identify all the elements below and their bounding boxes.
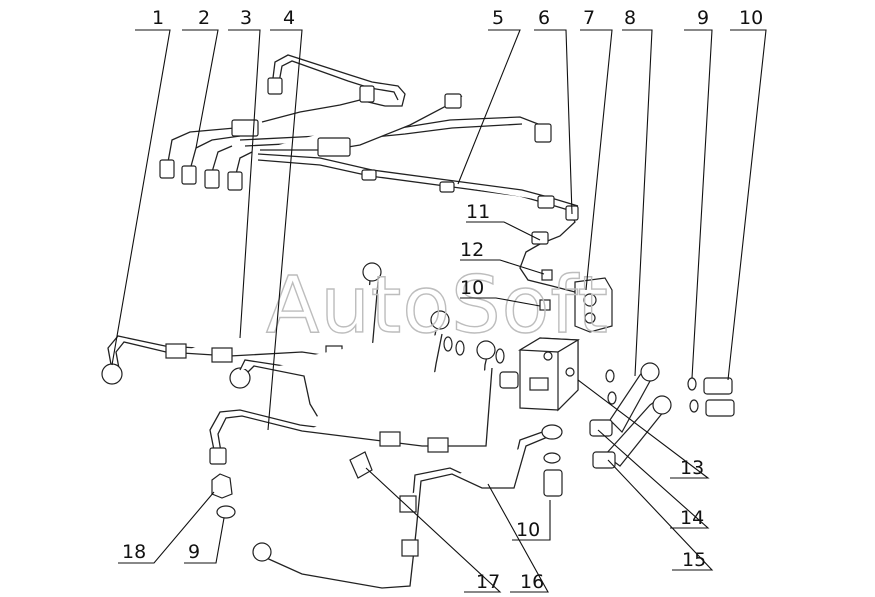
callout-8: 8 [624,7,636,29]
callout-labels: 1 2 3 4 5 6 7 8 9 10 11 12 10 13 14 15 1… [122,7,763,593]
callout-10-top: 10 [739,7,763,29]
distributor-block [499,337,580,412]
callout-6: 6 [538,7,550,29]
callout-7: 7 [583,7,595,29]
lower-pipe-assembly [101,262,505,465]
callout-11: 11 [466,201,490,223]
union-nuts [159,77,555,209]
seal-rings-and-bolts [605,369,735,417]
callout-2: 2 [198,7,210,29]
callout-16: 16 [520,571,544,593]
callout-10-mid: 10 [460,277,484,299]
banjo-bolt-lower [543,452,563,497]
injector-pipe-bundle [167,54,579,213]
callout-4: 4 [283,7,295,29]
callout-1: 1 [152,7,164,29]
callout-15: 15 [682,549,706,571]
callout-18: 18 [122,541,146,563]
callout-3: 3 [240,7,252,29]
callout-5: 5 [492,7,504,29]
leader-lines [111,29,767,593]
callout-17: 17 [476,571,500,593]
union-fitting-18 [211,473,236,519]
pipe-16 [252,424,563,589]
callout-12: 12 [460,239,484,261]
callout-13: 13 [680,457,704,479]
callout-10-lower: 10 [516,519,540,541]
flexible-hoses [589,362,672,469]
valve-bracket [574,277,613,333]
watermark-text: AutoSoft [266,261,609,351]
callout-9-top: 9 [697,7,709,29]
callout-14: 14 [680,507,704,529]
callout-9-lower: 9 [188,541,200,563]
